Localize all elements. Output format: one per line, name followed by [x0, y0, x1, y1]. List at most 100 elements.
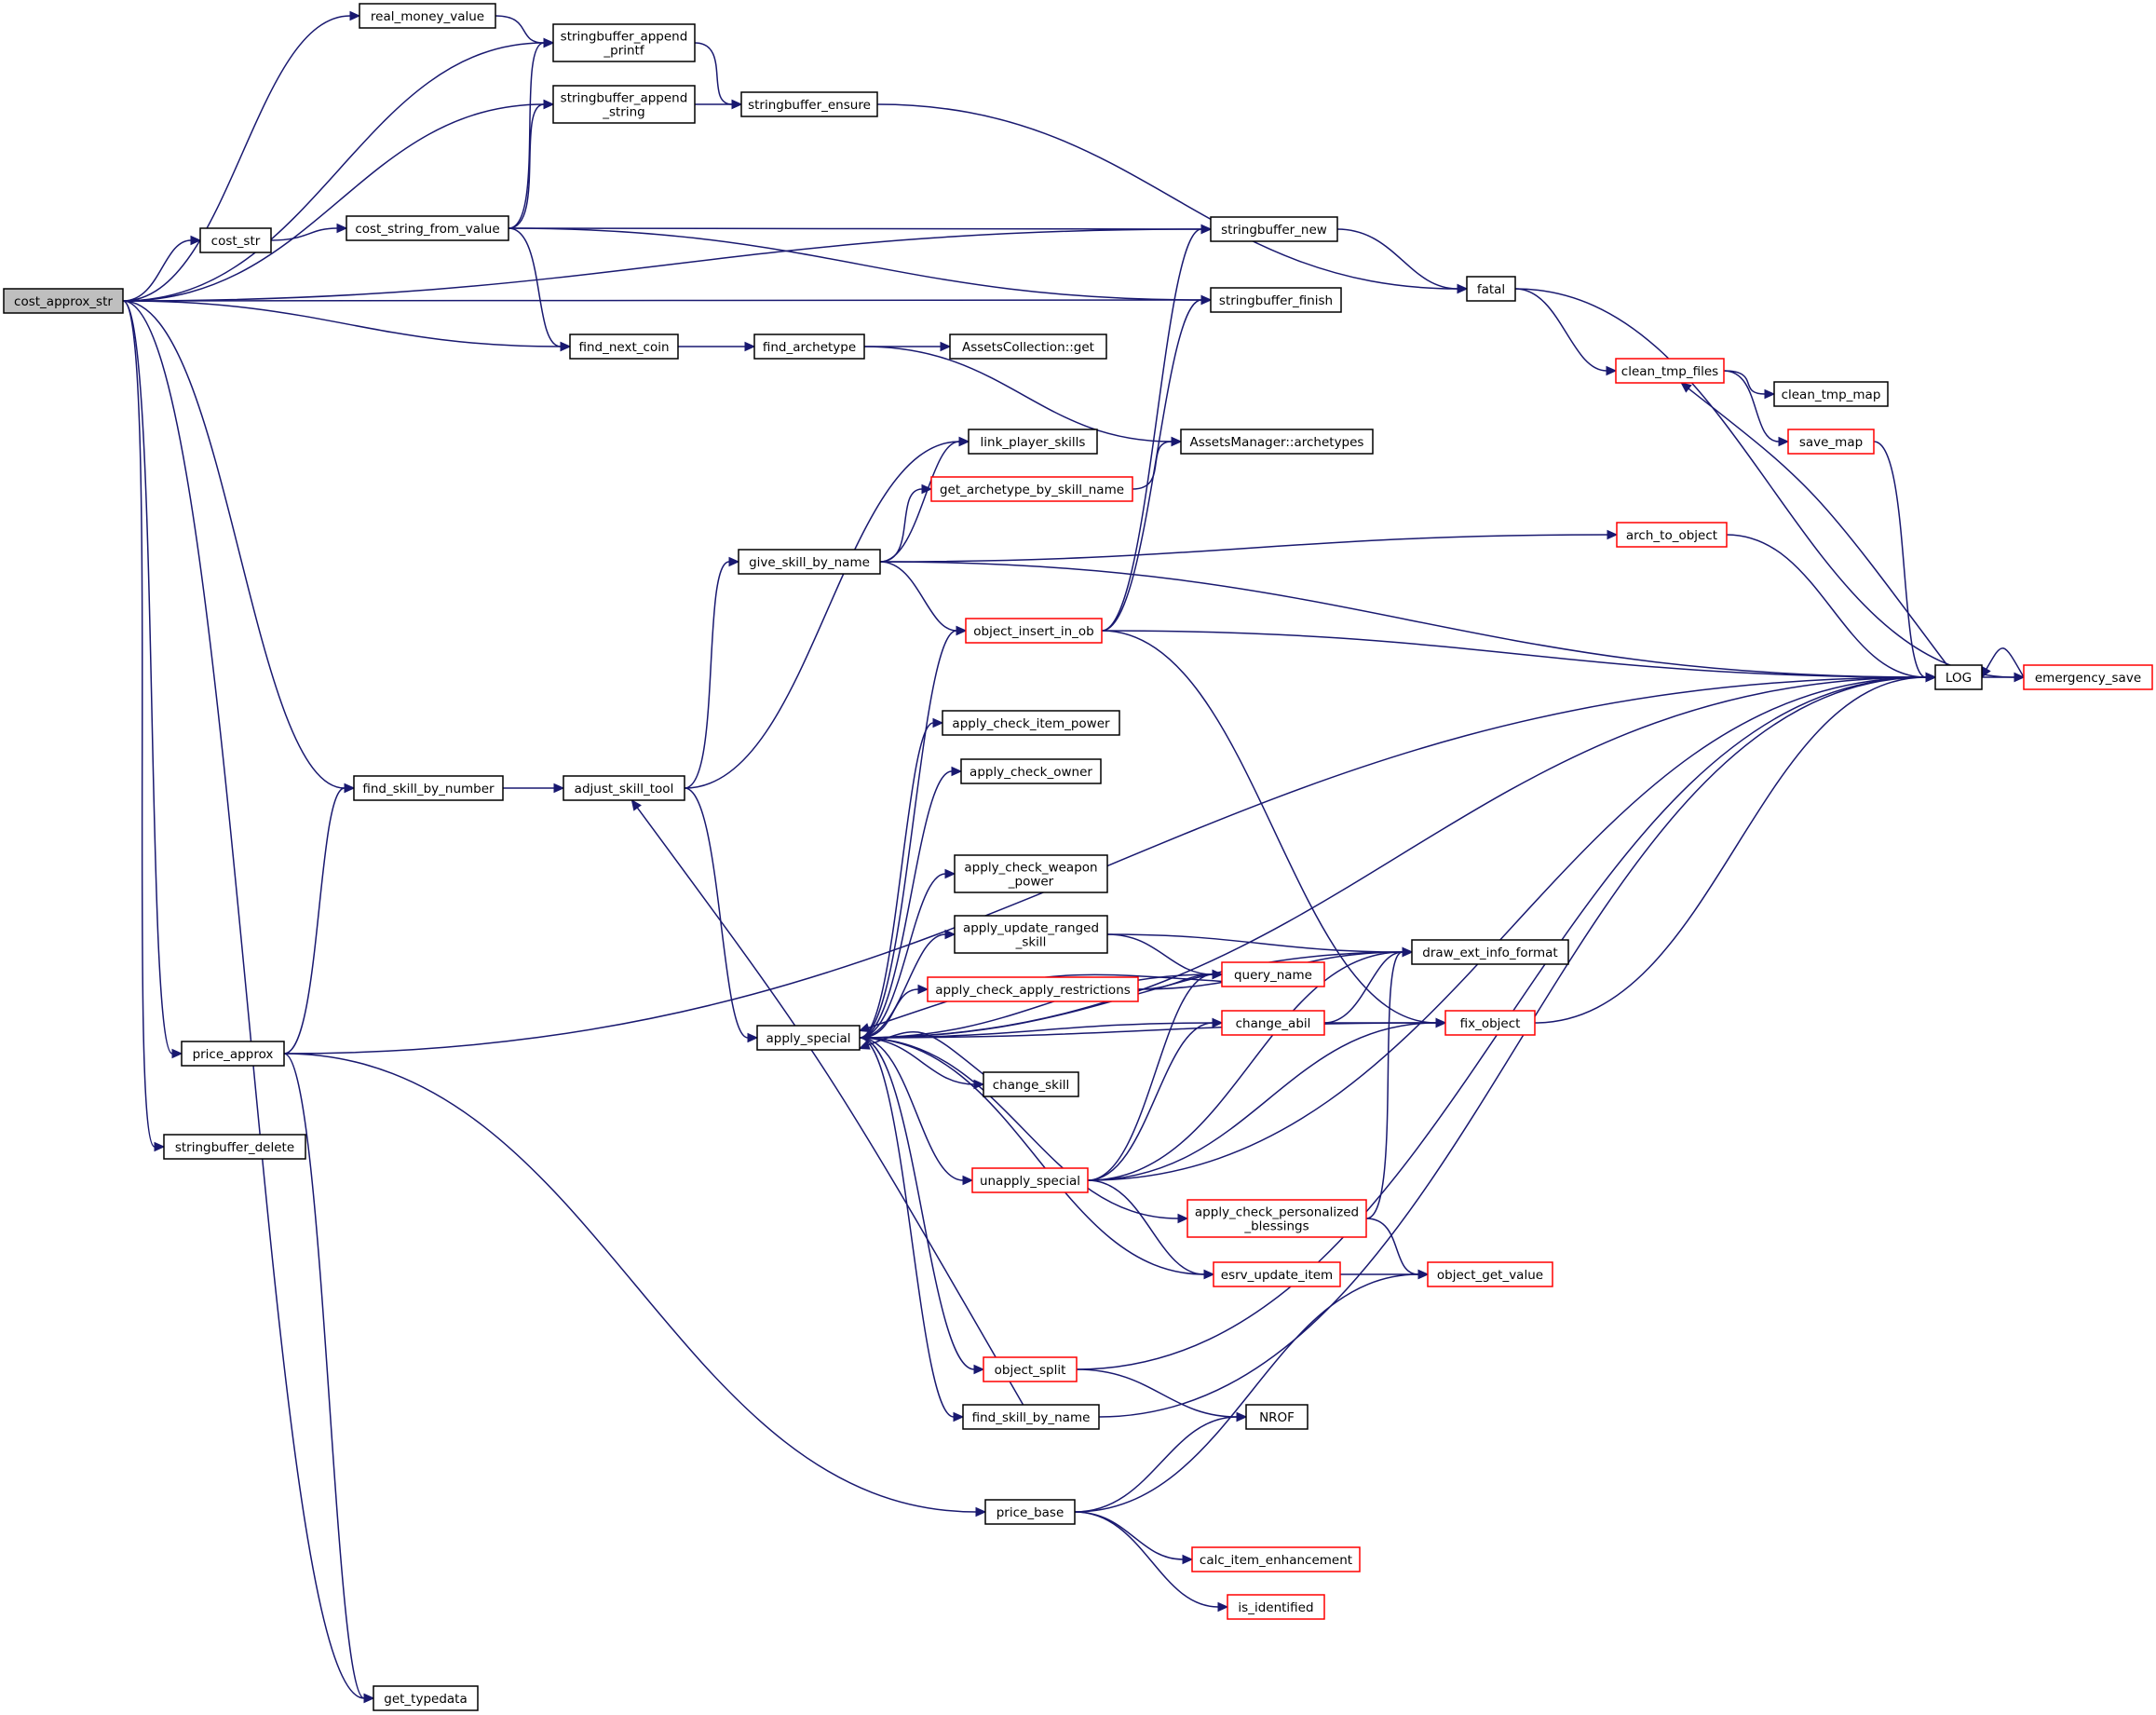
- node-clean_tmp_files[interactable]: clean_tmp_files: [1615, 358, 1725, 384]
- node-box-clean_tmp_files: [1615, 358, 1725, 384]
- node-NROF[interactable]: NROF: [1245, 1404, 1309, 1430]
- node-stringbuffer_finish[interactable]: stringbuffer_finish: [1210, 287, 1342, 313]
- node-real_money_value[interactable]: real_money_value: [359, 3, 496, 29]
- node-emergency_save[interactable]: emergency_save: [2023, 664, 2153, 690]
- node-find_next_coin[interactable]: find_next_coin: [569, 333, 679, 360]
- edge-arrowhead-adjust_skill_tool-to-apply_special: [747, 1032, 759, 1043]
- edge-cost_approx_str-to-price_approx: [122, 300, 173, 1055]
- node-object_insert_in_ob[interactable]: object_insert_in_ob: [965, 618, 1103, 644]
- node-find_skill_by_number[interactable]: find_skill_by_number: [353, 775, 504, 801]
- edge-apply_special-to-esrv_update_item: [859, 1037, 1205, 1275]
- node-fix_object[interactable]: fix_object: [1444, 1010, 1536, 1036]
- node-cost_str[interactable]: cost_str: [199, 227, 272, 253]
- edge-unapply_special-to-draw_ext_info_format: [1087, 951, 1403, 1181]
- node-box-emergency_save: [2023, 664, 2153, 690]
- node-draw_ext_info_format[interactable]: draw_ext_info_format: [1411, 939, 1569, 965]
- node-object_split[interactable]: object_split: [983, 1356, 1078, 1382]
- node-save_map[interactable]: save_map: [1787, 429, 1875, 455]
- edge-cost_approx_str-to-stringbuffer_append_printf: [122, 42, 545, 302]
- node-stringbuffer_delete[interactable]: stringbuffer_delete: [163, 1134, 306, 1160]
- node-apply_update_ranged_skill[interactable]: apply_update_ranged_skill: [954, 915, 1108, 954]
- node-give_skill_by_name[interactable]: give_skill_by_name: [738, 549, 881, 575]
- node-assets_get[interactable]: AssetsCollection::get: [949, 333, 1107, 360]
- node-get_archetype_by_skill_name[interactable]: get_archetype_by_skill_name: [930, 476, 1133, 502]
- edge-arrowhead-price_base-to-NROF: [1236, 1411, 1248, 1422]
- node-link_player_skills[interactable]: link_player_skills: [968, 429, 1098, 455]
- node-stringbuffer_append_printf[interactable]: stringbuffer_append_printf: [552, 23, 696, 62]
- edge-cost_string_from_value-to-stringbuffer_new: [508, 227, 1202, 230]
- node-esrv_update_item[interactable]: esrv_update_item: [1213, 1261, 1341, 1287]
- node-LOG[interactable]: LOG: [1934, 664, 1983, 690]
- node-cost_string_from_value[interactable]: cost_string_from_value: [346, 215, 509, 241]
- node-unapply_special[interactable]: unapply_special: [971, 1167, 1089, 1193]
- node-price_approx[interactable]: price_approx: [181, 1041, 285, 1067]
- node-find_skill_by_name[interactable]: find_skill_by_name: [962, 1404, 1100, 1430]
- node-clean_tmp_map[interactable]: clean_tmp_map: [1773, 381, 1889, 407]
- edge-arrowhead-apply_special-to-apply_check_apply_restrictions: [917, 984, 929, 995]
- node-label-find_skill_by_number: find_skill_by_number: [362, 782, 495, 796]
- node-label-object_insert_in_ob: object_insert_in_ob: [973, 624, 1093, 639]
- node-box-adjust_skill_tool: [563, 775, 685, 801]
- node-box-assets_archetypes: [1180, 429, 1374, 455]
- node-box-stringbuffer_ensure: [740, 91, 878, 117]
- node-cost_approx_str[interactable]: cost_approx_str: [3, 288, 124, 314]
- edge-arrowhead-clean_tmp_files-to-save_map: [1778, 436, 1790, 447]
- node-label-draw_ext_info_format: draw_ext_info_format: [1422, 946, 1557, 960]
- node-object_get_value[interactable]: object_get_value: [1427, 1261, 1553, 1287]
- node-stringbuffer_append_string[interactable]: stringbuffer_append_string: [552, 85, 696, 124]
- edge-cost_string_from_value-to-stringbuffer_append_string: [508, 103, 545, 229]
- node-apply_check_personalized_blessings[interactable]: apply_check_personalized_blessings: [1186, 1199, 1367, 1238]
- edge-cost_approx_str-to-stringbuffer_append_string: [122, 103, 545, 302]
- node-assets_archetypes[interactable]: AssetsManager::archetypes: [1180, 429, 1374, 455]
- edge-arrowhead-apply_special-to-unapply_special: [962, 1175, 974, 1186]
- node-label-cost_approx_str: cost_approx_str: [14, 294, 113, 309]
- edges-layer: [122, 10, 2026, 1704]
- edge-arrowhead-query_name-to-apply_special: [858, 1023, 871, 1033]
- edge-arrowhead-price_base-to-object_get_value: [1417, 1269, 1430, 1280]
- edge-apply_check_personalized_blessings-to-object_get_value: [1365, 1218, 1419, 1275]
- node-label-esrv_update_item: esrv_update_item: [1221, 1268, 1333, 1283]
- edge-arrowhead-apply_check_personalized_blessings-to-draw_ext_info_format: [1402, 946, 1414, 958]
- edge-unapply_special-to-LOG: [1087, 676, 1927, 1181]
- node-box-apply_update_ranged_skill: [954, 915, 1108, 954]
- node-query_name[interactable]: query_name: [1221, 961, 1325, 987]
- edge-arrowhead-find_skill_by_name-to-adjust_skill_tool: [631, 799, 642, 811]
- edge-arrowhead-cost_approx_str-to-real_money_value: [349, 10, 361, 21]
- node-apply_special[interactable]: apply_special: [756, 1025, 861, 1051]
- node-change_abil[interactable]: change_abil: [1221, 1010, 1325, 1036]
- edge-adjust_skill_tool-to-link_player_skills: [684, 441, 960, 789]
- node-apply_check_weapon_power[interactable]: apply_check_weapon_power: [954, 854, 1108, 893]
- node-adjust_skill_tool[interactable]: adjust_skill_tool: [563, 775, 685, 801]
- node-get_typedata[interactable]: get_typedata: [373, 1685, 479, 1711]
- node-is_identified[interactable]: is_identified: [1227, 1594, 1325, 1620]
- node-apply_check_item_power[interactable]: apply_check_item_power: [942, 710, 1120, 736]
- edge-arrowhead-cost_string_from_value-to-find_next_coin: [560, 341, 572, 352]
- node-arch_to_object[interactable]: arch_to_object: [1616, 522, 1728, 548]
- node-apply_check_apply_restrictions[interactable]: apply_check_apply_restrictions: [927, 976, 1139, 1002]
- edge-apply_special-to-apply_check_apply_restrictions: [859, 988, 919, 1039]
- edge-apply_special-to-change_skill: [859, 1037, 975, 1085]
- node-price_base[interactable]: price_base: [984, 1499, 1076, 1525]
- node-box-object_get_value: [1427, 1261, 1553, 1287]
- node-label-cost_string_from_value: cost_string_from_value: [355, 222, 499, 237]
- node-box-calc_item_enhancement: [1191, 1546, 1361, 1572]
- node-change_skill[interactable]: change_skill: [983, 1071, 1079, 1097]
- node-apply_check_owner[interactable]: apply_check_owner: [960, 758, 1102, 784]
- edge-cost_approx_str-to-get_typedata: [122, 300, 365, 1699]
- node-box-apply_check_owner: [960, 758, 1102, 784]
- edge-apply_special-to-apply_check_weapon_power: [859, 873, 946, 1039]
- edge-arrowhead-adjust_skill_tool-to-link_player_skills: [958, 436, 970, 447]
- edge-unapply_special-to-query_name: [1087, 973, 1214, 1181]
- node-box-fix_object: [1444, 1010, 1536, 1036]
- node-calc_item_enhancement[interactable]: calc_item_enhancement: [1191, 1546, 1361, 1572]
- edge-price_approx-to-LOG: [283, 676, 1927, 1055]
- edge-apply_special-to-unapply_special: [859, 1037, 964, 1181]
- node-fatal[interactable]: fatal: [1466, 276, 1516, 302]
- node-box-cost_string_from_value: [346, 215, 509, 241]
- node-stringbuffer_new[interactable]: stringbuffer_new: [1210, 216, 1338, 242]
- node-label-price_base: price_base: [997, 1505, 1064, 1520]
- node-label-find_next_coin: find_next_coin: [578, 340, 669, 355]
- edge-apply_special-to-object_split: [859, 1037, 975, 1370]
- node-stringbuffer_ensure[interactable]: stringbuffer_ensure: [740, 91, 878, 117]
- node-find_archetype[interactable]: find_archetype: [753, 333, 865, 360]
